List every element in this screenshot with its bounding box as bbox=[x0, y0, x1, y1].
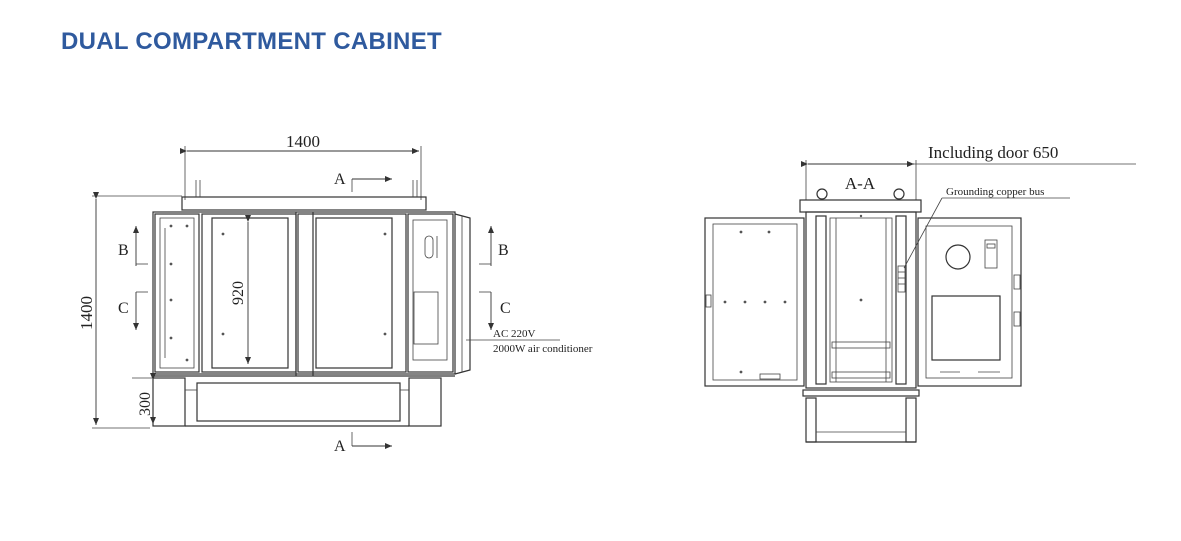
depth-dimension: Including door 650 bbox=[801, 143, 1136, 200]
grounding-callout-label: Grounding copper bus bbox=[946, 186, 1044, 198]
height-dimension: 1400 bbox=[77, 192, 182, 429]
svg-text:C: C bbox=[500, 300, 511, 317]
base-height-dim-label: 300 bbox=[137, 392, 154, 416]
section-base bbox=[802, 389, 920, 443]
svg-text:A: A bbox=[334, 438, 346, 455]
svg-text:B: B bbox=[118, 242, 129, 259]
ac-callout: AC 220V 2000W air conditioner bbox=[466, 328, 593, 355]
ac-callout-line2: 2000W air conditioner bbox=[493, 343, 593, 355]
left-open-door bbox=[704, 217, 805, 387]
front-view: 1400 A bbox=[77, 132, 593, 455]
width-dim-label: 1400 bbox=[286, 132, 320, 151]
height-dim-label: 1400 bbox=[77, 296, 96, 330]
svg-text:C: C bbox=[118, 300, 129, 317]
ac-callout-line1: AC 220V bbox=[493, 328, 536, 340]
svg-text:B: B bbox=[498, 242, 509, 259]
section-view-label: A-A bbox=[845, 174, 876, 193]
section-marker-c-right: C bbox=[479, 291, 511, 330]
depth-dim-label: Including door 650 bbox=[928, 143, 1058, 162]
cabinet-base bbox=[152, 375, 455, 427]
section-marker-a-top: A bbox=[334, 171, 392, 192]
rack-frame bbox=[805, 211, 917, 389]
cabinet-roof bbox=[181, 180, 427, 211]
section-view: Including door 650 A-A bbox=[704, 143, 1136, 443]
inner-height-dim-label: 920 bbox=[230, 281, 247, 305]
section-marker-a-bottom: A bbox=[334, 432, 392, 455]
section-marker-b-left: B bbox=[118, 226, 148, 266]
right-open-door bbox=[917, 217, 1022, 387]
svg-text:A: A bbox=[334, 171, 346, 188]
page-title: DUAL COMPARTMENT CABINET bbox=[61, 28, 442, 55]
grounding-callout: Grounding copper bus bbox=[903, 186, 1070, 269]
base-height-dimension: 300 bbox=[132, 373, 156, 424]
section-marker-b-right: B bbox=[479, 226, 509, 266]
width-dimension: 1400 bbox=[180, 132, 422, 200]
section-marker-c-left: C bbox=[118, 291, 148, 330]
cabinet-body: 920 bbox=[152, 211, 471, 376]
